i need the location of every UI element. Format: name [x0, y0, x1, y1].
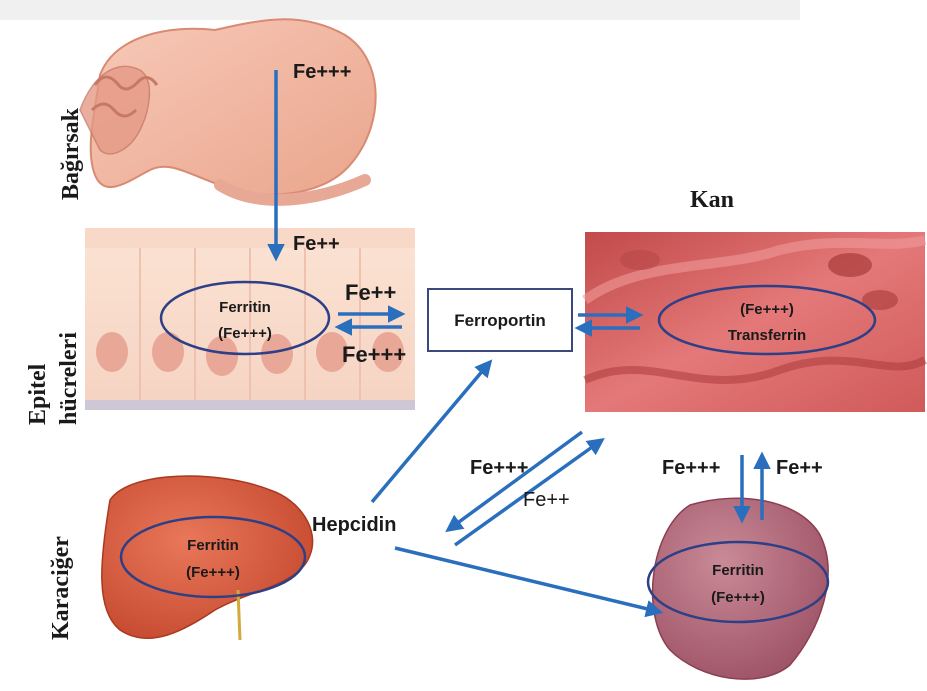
epithelial-ferritin-line2: (Fe+++)	[218, 325, 272, 342]
transferrin-line1: (Fe+++)	[740, 301, 794, 318]
spleen-ferritin-line2: (Fe+++)	[711, 589, 765, 606]
hepcidin-label: Hepcidin	[312, 514, 396, 536]
epithelial-label-line2: hücreleri	[56, 332, 82, 425]
epithelial-ferritin-line1: Ferritin	[219, 299, 271, 316]
fe2-spleen-out-label: Fe++	[776, 457, 823, 479]
liver-label: Karaciğer	[48, 536, 74, 640]
epithelial-cells-illustration	[85, 228, 415, 410]
fe3-from-ferroportin-label: Fe+++	[342, 342, 406, 367]
blood-label: Kan	[690, 187, 734, 213]
fe2-entry-label: Fe++	[293, 233, 340, 255]
spleen-ferritin-line1: Ferritin	[712, 562, 764, 579]
arrow-blood-to-hepcidin	[448, 432, 582, 530]
epithelial-label-line1: Epitel	[25, 363, 51, 425]
fe3-liver-blood-label: Fe+++	[470, 457, 528, 479]
liver-illustration	[102, 476, 313, 640]
transferrin-line2: Transferrin	[728, 327, 806, 344]
fe2-liver-blood-label: Fe++	[523, 489, 570, 511]
arrow-hepcidin-to-spleen	[395, 548, 660, 612]
fe2-to-ferroportin-label: Fe++	[345, 280, 396, 305]
ferroportin-label: Ferroportin	[454, 311, 546, 330]
fe3-spleen-in-label: Fe+++	[662, 457, 720, 479]
stomach-illustration	[80, 19, 376, 200]
liver-ferritin-line2: (Fe+++)	[186, 564, 240, 581]
top-bar	[0, 0, 800, 20]
fe3-intestine-label: Fe+++	[293, 61, 351, 83]
liver-ferritin-line1: Ferritin	[187, 537, 239, 554]
intestine-label: Bağırsak	[58, 107, 84, 200]
